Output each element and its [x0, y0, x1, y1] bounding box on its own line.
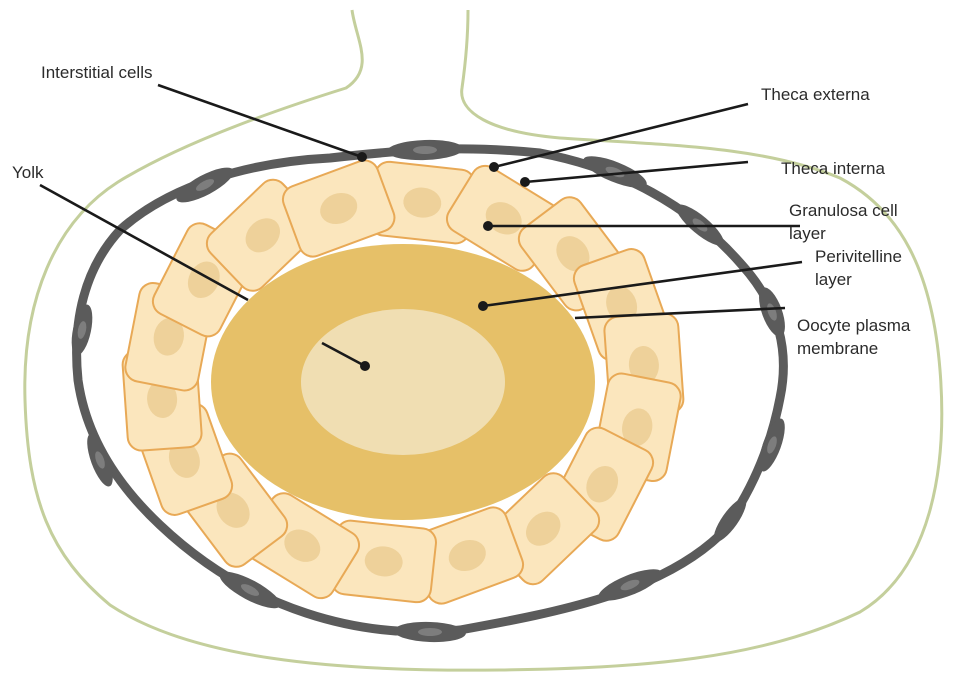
leader-dot-granulosa — [483, 221, 493, 231]
label-theca-externa: Theca externa — [761, 85, 870, 104]
leader-dot-theca-interna — [520, 177, 530, 187]
label-yolk: Yolk — [12, 163, 44, 182]
label-oocyte-line1: Oocyte plasma — [797, 316, 911, 335]
label-perivitelline-line1: Perivitelline — [815, 247, 902, 266]
label-granulosa-line2: layer — [789, 224, 826, 243]
leader-dot-interstitial — [357, 152, 367, 162]
leader-dot-theca-externa — [489, 162, 499, 172]
leader-dot-yolk-center — [360, 361, 370, 371]
leader-dot-perivitelline — [478, 301, 488, 311]
yolk — [301, 309, 505, 455]
label-granulosa-line1: Granulosa cell — [789, 201, 898, 220]
label-perivitelline-line2: layer — [815, 270, 852, 289]
label-interstitial-cells: Interstitial cells — [41, 63, 152, 82]
label-theca-interna: Theca interna — [781, 159, 885, 178]
label-oocyte-line2: membrane — [797, 339, 878, 358]
